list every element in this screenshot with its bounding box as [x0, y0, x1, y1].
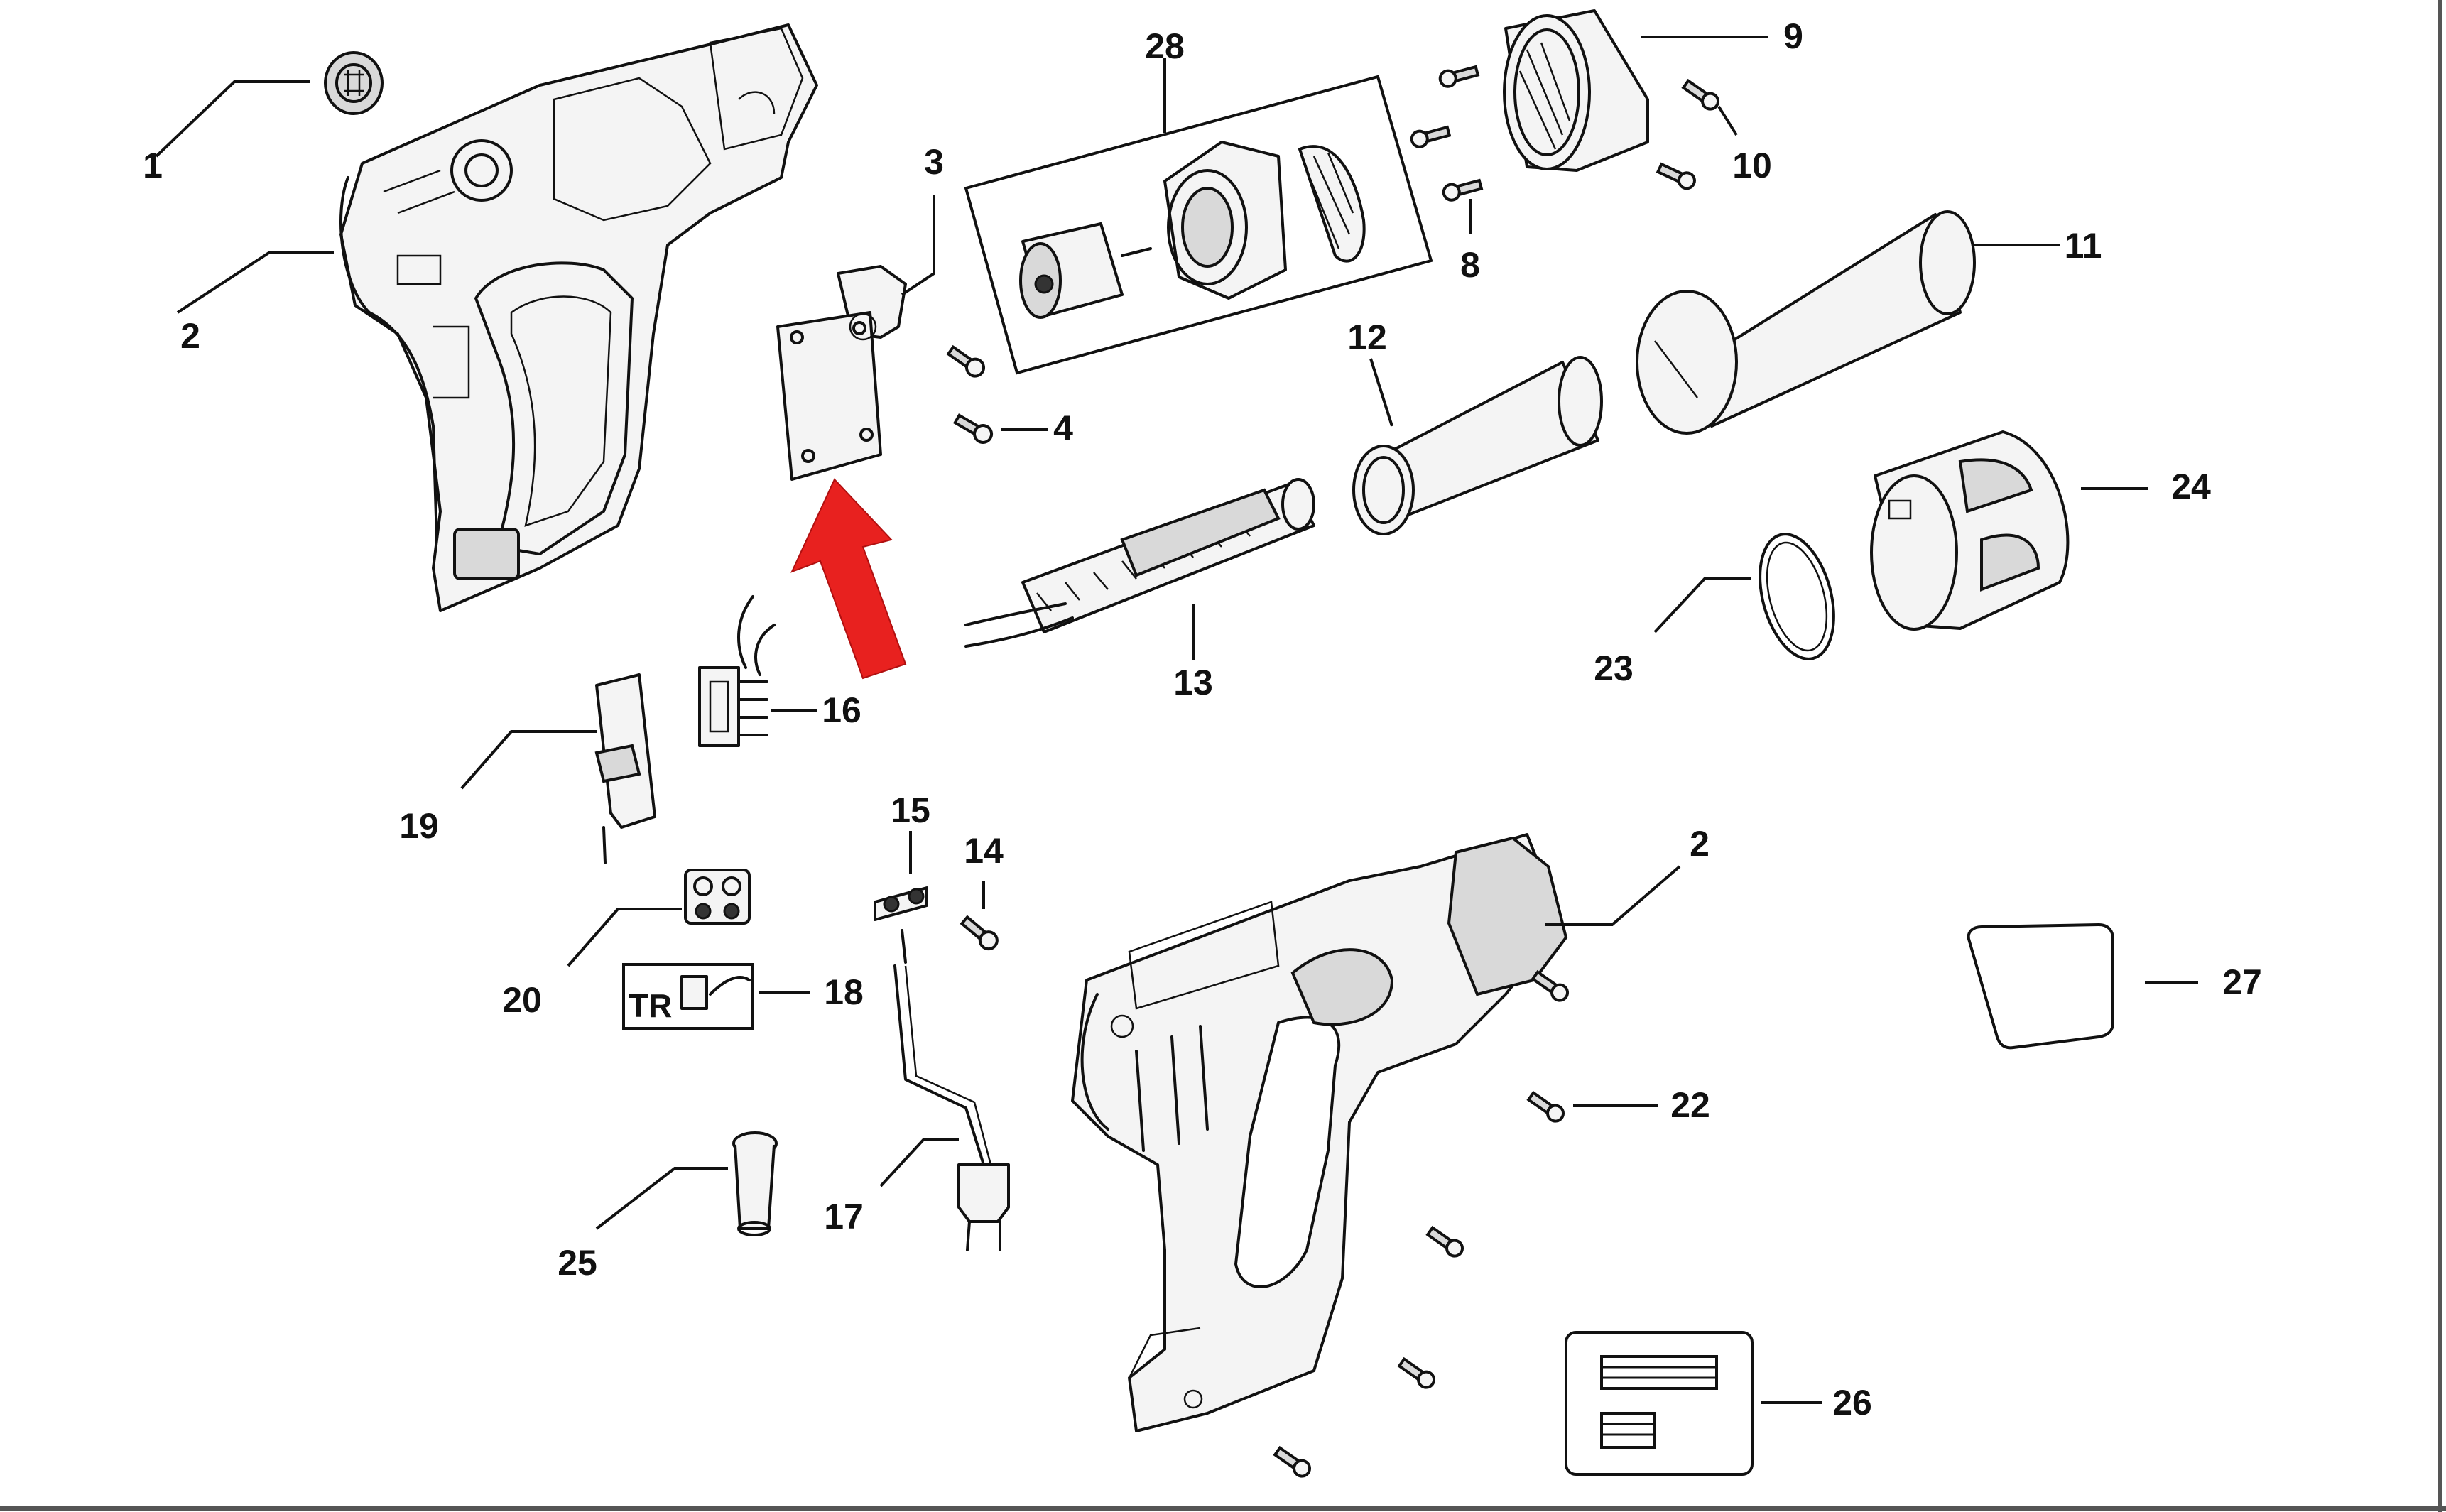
part-23-ring	[1759, 533, 1835, 660]
callout-11: 11	[2065, 226, 2102, 266]
part-13-heating-element	[964, 478, 1315, 648]
part-4-screws	[946, 344, 994, 444]
part-28-motor-assembly	[964, 75, 1433, 375]
callout-19: 19	[399, 806, 439, 846]
leader-23	[1653, 577, 1751, 633]
leader-2b	[1545, 865, 1681, 926]
leader-12	[1369, 358, 1393, 427]
callout-16: 16	[822, 690, 861, 730]
part-1-knob	[324, 51, 384, 115]
leader-19	[460, 730, 597, 790]
leader-1	[155, 80, 310, 158]
leader-20	[567, 908, 682, 967]
callout-15: 15	[891, 790, 930, 830]
leader-25	[595, 1167, 728, 1230]
callout-14: 14	[964, 831, 1004, 871]
callout-25: 25	[558, 1243, 597, 1283]
part-3-circuit-board	[776, 265, 907, 481]
callout-22: 22	[1670, 1085, 1710, 1125]
part-19-switch-slider	[594, 673, 656, 864]
callout-28: 28	[1145, 26, 1185, 66]
part-25-strain-relief	[732, 1131, 778, 1236]
callout-20: 20	[502, 980, 542, 1020]
callout-17: 17	[824, 1197, 864, 1236]
callout-10: 10	[1732, 146, 1772, 185]
callout-24: 24	[2171, 467, 2211, 506]
callout-18: 18	[824, 972, 864, 1012]
callout-4: 4	[1053, 408, 1073, 448]
part-18-tr-label: TR	[622, 963, 754, 1030]
part-8-screws	[1410, 65, 1484, 202]
part-15-cord-clamp	[874, 886, 928, 921]
leader-10	[1717, 105, 1738, 136]
part-16-connector	[698, 595, 776, 747]
part-10-screws	[1656, 78, 1720, 190]
callout-9: 9	[1783, 16, 1803, 56]
callout-1: 1	[143, 146, 163, 185]
tr-label-text: TR	[629, 987, 672, 1024]
part-26-rating-label	[1565, 1331, 1754, 1476]
part-11-outer-tube	[1636, 210, 1976, 435]
part-2-housing-assembled	[1071, 833, 1568, 1432]
part-2-housing-left	[339, 23, 818, 612]
part-22-screws	[1273, 969, 1570, 1478]
part-9-fan-cover	[1503, 9, 1649, 172]
leader-17	[879, 1138, 959, 1187]
part-14-screw	[960, 915, 999, 951]
callout-13: 13	[1173, 663, 1213, 702]
part-12-inner-tube	[1352, 356, 1603, 535]
red-arrow-icon	[790, 478, 907, 680]
callout-23: 23	[1594, 648, 1634, 688]
leader-3	[901, 195, 935, 296]
leader-2a	[176, 251, 334, 314]
callout-12: 12	[1347, 317, 1387, 357]
part-27-label-plate	[1967, 923, 2114, 1050]
part-17-power-cord	[893, 929, 1010, 1251]
callout-8: 8	[1460, 245, 1480, 285]
callout-2-top: 2	[180, 316, 200, 356]
part-20-terminal-block	[684, 869, 751, 925]
callout-2-bottom: 2	[1690, 824, 1710, 864]
callout-27: 27	[2222, 962, 2262, 1002]
callout-26: 26	[1832, 1383, 1872, 1423]
part-24-nozzle-cap	[1870, 430, 2070, 631]
callout-3: 3	[924, 142, 944, 182]
